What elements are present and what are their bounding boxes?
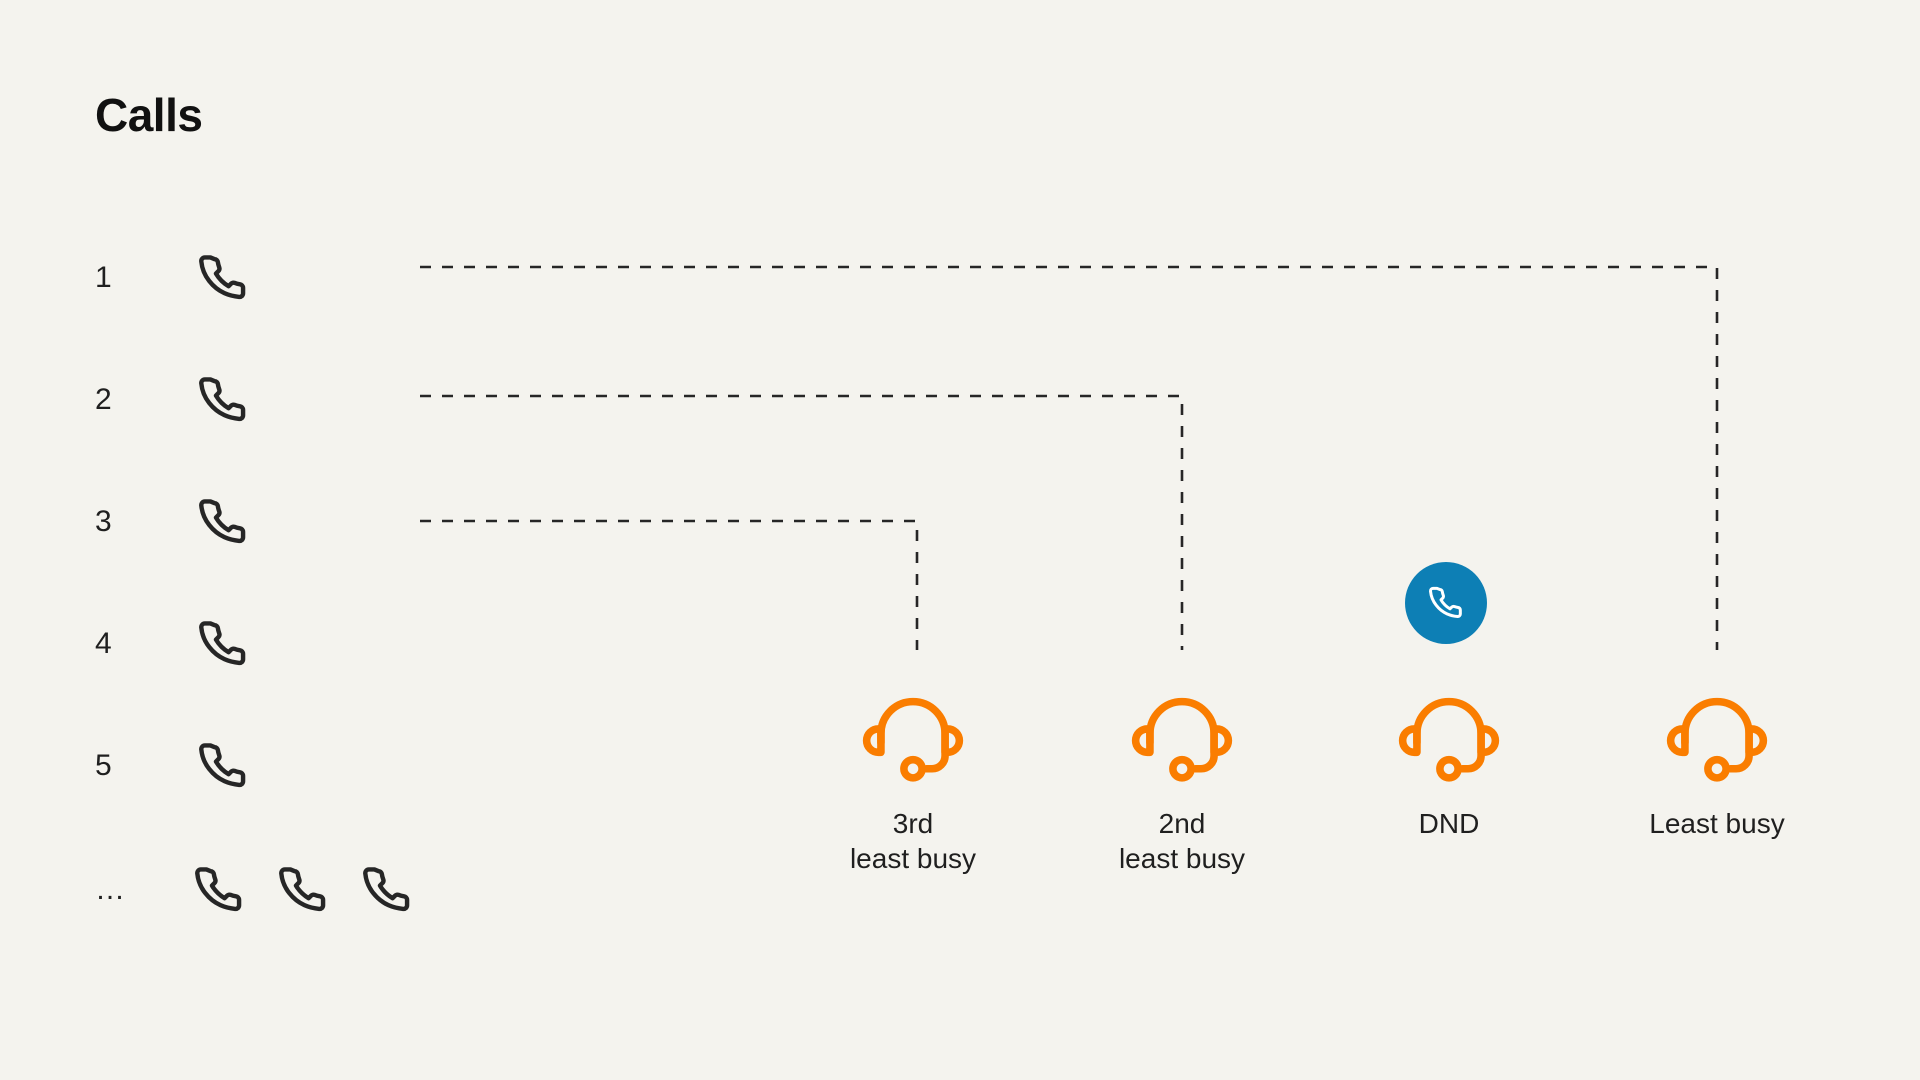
- phone-icon: [1428, 586, 1462, 619]
- queue-row-icons: [195, 494, 251, 550]
- queue-row-overflow: …: [95, 845, 515, 935]
- agent-third-least-busy[interactable]: 3rd least busy: [808, 682, 1018, 877]
- phone-icon: [199, 377, 246, 422]
- headset-wrap: [1344, 682, 1554, 794]
- connector-call2-to-2nd-least-busy: [420, 394, 1184, 650]
- queue-row-icons: [191, 862, 415, 918]
- queue-row-icons: [195, 616, 251, 672]
- queue-row-4: 4: [95, 599, 515, 689]
- queue-row-5: 5: [95, 721, 515, 811]
- dnd-status-badge[interactable]: [1405, 562, 1487, 644]
- headset-wrap: [1077, 682, 1287, 794]
- agent-dnd[interactable]: DND: [1344, 682, 1554, 841]
- agent-second-least-busy[interactable]: 2nd least busy: [1077, 682, 1287, 877]
- agent-label: Least busy: [1649, 808, 1785, 839]
- queue-index-label: 2: [95, 383, 112, 416]
- queue-index-label: 1: [95, 261, 112, 294]
- headset-wrap: [808, 682, 1018, 794]
- phone-icon: [199, 621, 246, 666]
- headset-icon: [862, 697, 964, 782]
- queue-row-icons: [195, 250, 251, 306]
- queue-row-1: 1: [95, 233, 515, 323]
- queue-row-icons: [195, 738, 251, 794]
- headset-wrap: [1612, 682, 1822, 794]
- headset-icon: [1666, 697, 1768, 782]
- queue-index-label: …: [95, 873, 126, 906]
- queue-row-icons: [195, 372, 251, 428]
- agent-label: DND: [1418, 808, 1480, 839]
- connector-call1-to-least-busy: [420, 265, 1719, 650]
- phone-icon: [199, 255, 246, 300]
- queue-row-2: 2: [95, 355, 515, 445]
- phone-icon: [199, 499, 246, 544]
- agent-label: 2nd least busy: [1118, 808, 1246, 875]
- phone-icon: [279, 867, 326, 912]
- queue-row-3: 3: [95, 477, 515, 567]
- phone-icon: [195, 867, 242, 912]
- phone-icon: [199, 743, 246, 788]
- phone-icon: [363, 867, 410, 912]
- headset-icon: [1398, 697, 1500, 782]
- agent-least-busy[interactable]: Least busy: [1612, 682, 1822, 841]
- queue-index-label: 5: [95, 749, 112, 782]
- page-title: Calls: [95, 89, 203, 141]
- queue-index-label: 4: [95, 627, 112, 660]
- headset-icon: [1131, 697, 1233, 782]
- queue-index-label: 3: [95, 505, 112, 538]
- agent-label: 3rd least busy: [849, 808, 977, 875]
